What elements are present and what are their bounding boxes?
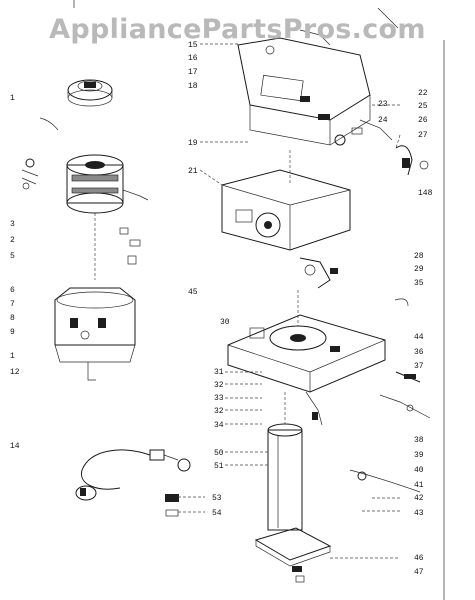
callout-22: 22 — [418, 89, 428, 98]
callouts-top-right: 22 25 23 24 26 27 148 — [378, 89, 433, 198]
callout-left-2: 2 — [10, 236, 15, 245]
callout-47: 47 — [414, 568, 424, 577]
callout-17: 17 — [188, 68, 198, 77]
callout-23: 23 — [378, 100, 388, 109]
callout-44: 44 — [414, 333, 424, 342]
base-plate-part — [227, 290, 386, 393]
callout-31: 31 — [214, 368, 224, 377]
callout-19: 19 — [188, 139, 198, 148]
callout-28: 28 — [414, 252, 424, 261]
callout-15: 15 — [188, 41, 198, 50]
callout-36: 36 — [414, 348, 424, 357]
callout-left-5: 5 — [10, 252, 15, 261]
callouts-lower-right: 38 39 40 41 42 43 46 47 — [414, 436, 424, 577]
callout-left-1b: 1 — [10, 352, 15, 361]
callout-34: 34 — [214, 421, 224, 430]
gear-parts — [299, 257, 409, 307]
callout-53: 53 — [212, 494, 222, 503]
callout-46: 46 — [414, 554, 424, 563]
callout-29: 29 — [414, 265, 424, 274]
callout-27: 27 — [418, 131, 428, 140]
cord-set-part — [75, 449, 205, 517]
motor-cap-part — [67, 79, 113, 107]
callout-left-3: 3 — [10, 220, 15, 229]
callout-54: 54 — [212, 509, 222, 518]
drive-housing-part — [221, 150, 351, 251]
callouts-lower-middle: 50 51 53 54 — [212, 449, 224, 518]
callout-35: 35 — [414, 279, 424, 288]
callout-left-12: 12 — [10, 368, 20, 377]
callout-37: 37 — [414, 362, 424, 371]
callout-148: 148 — [418, 189, 433, 198]
callout-25: 25 — [418, 102, 428, 111]
callout-50: 50 — [214, 449, 224, 458]
motor-part — [66, 154, 149, 214]
callout-left-8: 8 — [10, 314, 15, 323]
foot-plate-part — [254, 527, 400, 583]
callout-24: 24 — [378, 116, 388, 125]
callout-33: 33 — [214, 394, 224, 403]
callouts-top-middle: 15 16 17 18 19 21 — [188, 41, 198, 176]
wire-lead — [39, 117, 59, 131]
callout-left-1: 1 — [10, 94, 15, 103]
callouts-mid-right: 28 29 35 44 36 37 — [414, 252, 424, 371]
right-switch-parts — [351, 119, 429, 176]
upper-housing-assembly — [237, 29, 371, 146]
motor-base-housing — [54, 287, 136, 381]
callout-left-6: 6 — [10, 286, 15, 295]
lever-parts — [305, 371, 431, 493]
callout-26: 26 — [418, 116, 428, 125]
callout-45: 45 — [188, 288, 198, 297]
left-small-parts — [21, 158, 141, 280]
callout-16: 16 — [188, 54, 198, 63]
callout-21: 21 — [188, 167, 198, 176]
callout-left-7: 7 — [10, 300, 15, 309]
callout-32b: 32 — [214, 407, 224, 416]
column-part — [267, 392, 303, 531]
callout-30: 30 — [220, 318, 230, 327]
callouts-middle-left: 45 30 31 32 33 32 34 — [188, 288, 230, 430]
callout-40: 40 — [414, 466, 424, 475]
callouts-left: 1 3 2 5 6 7 8 9 1 12 14 — [10, 94, 20, 451]
callout-18: 18 — [188, 82, 198, 91]
callout-41: 41 — [414, 481, 424, 490]
callout-38: 38 — [414, 436, 424, 445]
callout-32: 32 — [214, 381, 224, 390]
callout-left-14: 14 — [10, 442, 20, 451]
callout-left-9: 9 — [10, 328, 15, 337]
callout-51: 51 — [214, 462, 224, 471]
callout-42: 42 — [414, 494, 424, 503]
callout-39: 39 — [414, 451, 424, 460]
callout-43: 43 — [414, 509, 424, 518]
